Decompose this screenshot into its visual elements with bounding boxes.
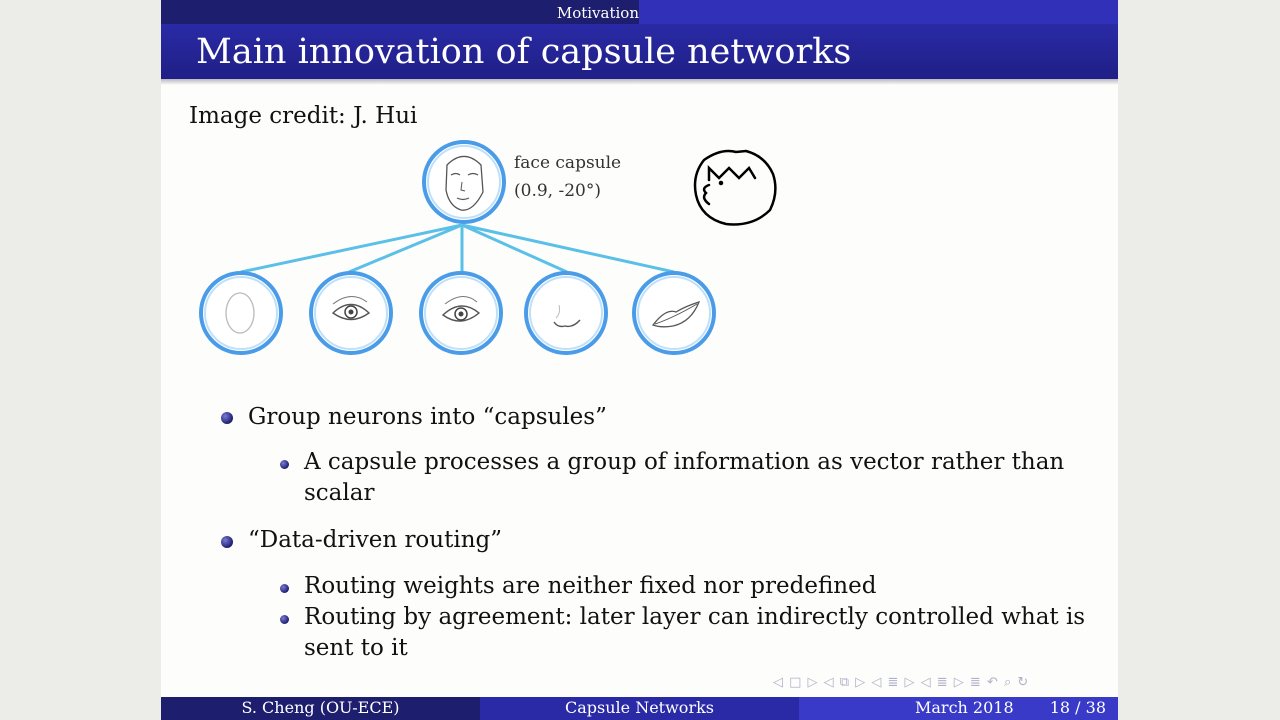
handdrawn-sketch xyxy=(693,149,777,226)
capsule-nose xyxy=(524,271,608,355)
header-bar xyxy=(161,0,1118,24)
capsule-lips xyxy=(632,271,716,355)
footer-right: March 2018 18 / 38 xyxy=(799,697,1118,720)
capsule-figure: face capsule (0.9, -20°) xyxy=(199,140,777,355)
capsule-face-outline xyxy=(199,271,283,355)
face-capsule-label-2: (0.9, -20°) xyxy=(514,181,601,201)
slide-title: Main innovation of capsule networks xyxy=(196,32,852,72)
face-capsule-label-1: face capsule xyxy=(514,153,621,173)
navigation-symbols[interactable]: ◁ □ ▷ ◁ ⧉ ▷ ◁ ≣ ▷ ◁ ≣ ▷ ≣ ↶ ⌕ ↻ xyxy=(773,675,1030,690)
slide: Motivation Main innovation of capsule ne… xyxy=(161,0,1118,720)
footer-bar: S. Cheng (OU-ECE) Capsule Networks March… xyxy=(161,697,1118,720)
bullet-dot xyxy=(221,536,233,548)
title-bar: Main innovation of capsule networks xyxy=(161,24,1118,79)
title-shadow xyxy=(161,79,1118,85)
sub-bullet-2-2-line1: Routing by agreement: later layer can in… xyxy=(304,604,1086,630)
sub-bullet-2-2-line2: sent to it xyxy=(304,635,408,661)
footer-page-number: 18 / 38 xyxy=(1049,698,1106,717)
footer-talk-title: Capsule Networks xyxy=(480,697,799,720)
image-credit: Image credit: J. Hui xyxy=(189,103,418,129)
bullet-1: Group neurons into “capsules” xyxy=(248,404,607,430)
footer-author: S. Cheng (OU-ECE) xyxy=(161,697,480,720)
sub-bullet-dot xyxy=(280,460,289,469)
sub-bullet-dot xyxy=(280,584,289,593)
bullet-2: “Data-driven routing” xyxy=(248,527,502,553)
capsule-eye-left xyxy=(309,271,393,355)
sub-bullet-1-1-line1: A capsule processes a group of informati… xyxy=(304,449,1065,475)
footer-date: March 2018 xyxy=(915,698,1014,717)
face-capsule xyxy=(422,140,506,224)
routing-lines xyxy=(240,223,675,274)
capsule-eye-right xyxy=(419,271,503,355)
bullet-dot xyxy=(221,412,233,424)
sub-bullet-dot xyxy=(280,615,289,624)
sub-bullet-2-1: Routing weights are neither fixed nor pr… xyxy=(304,573,877,599)
sub-bullet-1-1-line2: scalar xyxy=(304,480,375,506)
section-label[interactable]: Motivation xyxy=(556,4,639,22)
